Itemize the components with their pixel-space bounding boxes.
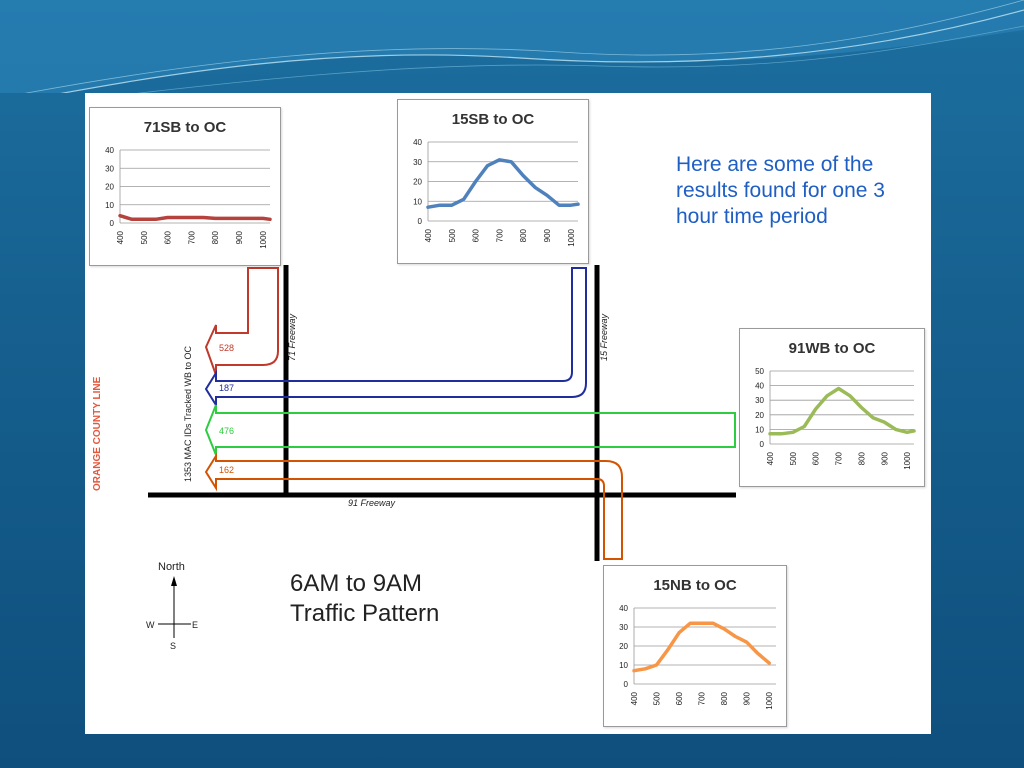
pattern-title-line1: 6AM to 9AM — [290, 570, 423, 597]
chart-title: 15NB to OC — [653, 577, 737, 594]
flow-91wb-count: 476 — [219, 426, 234, 436]
flow-71sb-arrow — [204, 267, 279, 376]
y-tick-label: 40 — [755, 382, 764, 391]
x-tick-label: 400 — [766, 451, 775, 465]
y-tick-label: 10 — [413, 197, 422, 206]
background-waves — [0, 0, 1024, 93]
x-tick-label: 1000 — [567, 228, 576, 246]
x-tick-label: 600 — [164, 230, 173, 244]
compass: North W E S — [146, 561, 198, 651]
y-tick-label: 30 — [619, 623, 628, 632]
x-tick-label: 500 — [448, 228, 457, 242]
y-tick-label: 20 — [755, 411, 764, 420]
y-tick-label: 0 — [760, 440, 765, 449]
x-tick-label: 1000 — [259, 230, 268, 248]
y-tick-label: 10 — [755, 425, 764, 434]
y-tick-label: 20 — [413, 178, 422, 187]
x-tick-label: 400 — [424, 228, 433, 242]
x-tick-label: 500 — [789, 451, 798, 465]
flow-15sb-count: 187 — [219, 383, 234, 393]
x-tick-label: 800 — [720, 691, 729, 705]
freeway-71-label: 71 Freeway — [287, 313, 297, 361]
y-tick-label: 0 — [110, 219, 115, 228]
x-tick-label: 800 — [211, 230, 220, 244]
flow-71sb-count: 528 — [219, 343, 234, 353]
series-line — [768, 386, 916, 436]
x-tick-label: 500 — [140, 230, 149, 244]
tracked-label: 1353 MAC IDs Tracked WB to OC — [183, 345, 193, 482]
compass-north: North — [158, 561, 185, 573]
compass-south: S — [170, 641, 176, 651]
x-tick-label: 1000 — [765, 691, 774, 709]
chart-71sb: 71SB to OC 0 10 20 30 40 400 500 600 700 800 900 100… — [89, 107, 281, 266]
y-tick-label: 10 — [619, 661, 628, 670]
series-line — [426, 158, 580, 209]
description-text: Here are some of the results found for o… — [676, 153, 885, 228]
chart-title: 15SB to OC — [452, 111, 535, 128]
x-tick-label: 400 — [630, 691, 639, 705]
y-tick-label: 40 — [413, 138, 422, 147]
x-tick-label: 800 — [519, 228, 528, 242]
flow-15nb-arrow — [204, 452, 623, 560]
pattern-title: 6AM to 9AM Traffic Pattern — [290, 569, 490, 629]
series-line — [632, 621, 771, 673]
flow-15sb-arrow — [204, 267, 587, 409]
compass-east: E — [192, 620, 198, 630]
slide-content: 528 187 476 162 71 Freeway 15 Freeway 91… — [85, 93, 931, 734]
chart-91wb: 91WB to OC 0 10 20 30 40 50 400 500 600 700 800 900 1… — [739, 328, 925, 487]
chart-title: 71SB to OC — [144, 119, 227, 136]
compass-west: W — [146, 620, 155, 630]
y-tick-label: 30 — [755, 396, 764, 405]
flow-15nb-count: 162 — [219, 465, 234, 475]
y-tick-label: 10 — [105, 201, 114, 210]
y-tick-label: 40 — [105, 146, 114, 155]
y-tick-label: 30 — [105, 164, 114, 173]
y-tick-label: 0 — [624, 680, 629, 689]
x-tick-label: 900 — [880, 451, 889, 465]
x-tick-label: 900 — [543, 228, 552, 242]
y-tick-label: 40 — [619, 604, 628, 613]
pattern-title-line2: Traffic Pattern — [290, 600, 440, 627]
chart-15sb: 15SB to OC 0 10 20 30 40 400 500 600 700 800 900 100… — [397, 99, 589, 264]
x-tick-label: 500 — [653, 691, 662, 705]
chart-title: 91WB to OC — [789, 340, 876, 357]
x-tick-label: 700 — [835, 451, 844, 465]
x-tick-label: 600 — [472, 228, 481, 242]
x-tick-label: 900 — [743, 691, 752, 705]
y-tick-label: 50 — [755, 367, 764, 376]
y-tick-label: 0 — [418, 217, 423, 226]
traffic-map: 528 187 476 162 71 Freeway 15 Freeway 91… — [92, 265, 736, 651]
x-tick-label: 600 — [812, 451, 821, 465]
series-line — [118, 213, 272, 222]
y-tick-label: 20 — [619, 642, 628, 651]
y-tick-label: 20 — [105, 183, 114, 192]
x-tick-label: 600 — [675, 691, 684, 705]
x-tick-label: 800 — [857, 451, 866, 465]
x-tick-label: 700 — [698, 691, 707, 705]
y-tick-label: 30 — [413, 158, 422, 167]
x-tick-label: 1000 — [903, 451, 912, 469]
flow-91wb-arrow — [204, 404, 736, 456]
x-tick-label: 700 — [495, 228, 504, 242]
county-line-label: ORANGE COUNTY LINE — [92, 376, 103, 491]
x-tick-label: 700 — [187, 230, 196, 244]
chart-15nb: 15NB to OC 0 10 20 30 40 400 500 600 700 800 900 100… — [603, 565, 787, 727]
x-tick-label: 400 — [116, 230, 125, 244]
freeway-15-label: 15 Freeway — [599, 313, 609, 361]
freeway-91-label: 91 Freeway — [348, 498, 396, 508]
x-tick-label: 900 — [235, 230, 244, 244]
